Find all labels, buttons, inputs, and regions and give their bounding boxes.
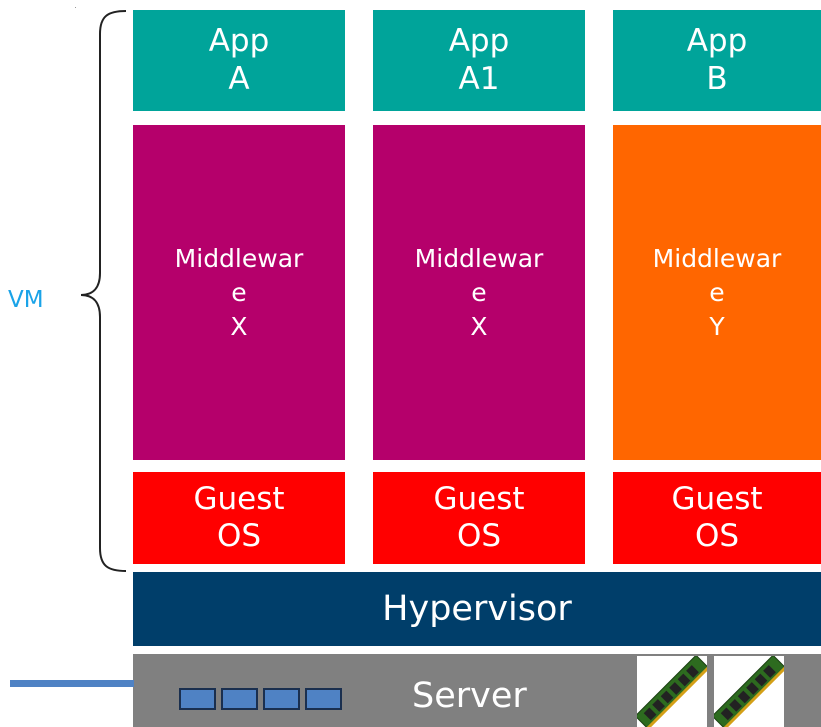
network-line xyxy=(10,680,134,687)
guest-os-line2: OS xyxy=(216,518,262,554)
middleware-y-box: Middlewar e Y xyxy=(613,125,821,460)
app-a-line1: App xyxy=(208,23,270,60)
middleware-line2: e xyxy=(709,277,725,307)
server-label: Server xyxy=(412,676,527,716)
app-a-line2: A xyxy=(228,60,250,97)
hypervisor-label: Hypervisor xyxy=(382,589,572,629)
cpu-icon xyxy=(179,688,216,710)
cpu-icon xyxy=(263,688,300,710)
middleware-line2: e xyxy=(471,277,487,307)
app-a1-line2: A1 xyxy=(458,60,500,97)
app-b-box: App B xyxy=(613,10,821,111)
middleware-line3: X xyxy=(230,311,248,341)
guest-os-line2: OS xyxy=(456,518,502,554)
middleware-line2: e xyxy=(231,277,247,307)
guest-os-line1: Guest xyxy=(433,480,525,517)
cpu-icon xyxy=(305,688,342,710)
memory-module-icon xyxy=(714,656,784,727)
middleware-line1: Middlewar xyxy=(652,243,782,273)
guest-os-a-box: Guest OS xyxy=(133,472,345,564)
middleware-x-box: Middlewar e X xyxy=(133,125,345,460)
guest-os-line1: Guest xyxy=(193,480,285,517)
stray-dot xyxy=(75,7,76,8)
hypervisor-bar: Hypervisor xyxy=(133,572,821,646)
app-a1-box: App A1 xyxy=(373,10,585,111)
app-b-line2: B xyxy=(706,60,728,97)
app-a-box: App A xyxy=(133,10,345,111)
app-a1-line1: App xyxy=(448,23,510,60)
guest-os-b-box: Guest OS xyxy=(613,472,821,564)
middleware-line3: X xyxy=(470,311,488,341)
middleware-line1: Middlewar xyxy=(174,243,304,273)
vm-brace-icon xyxy=(80,10,127,572)
guest-os-a1-box: Guest OS xyxy=(373,472,585,564)
cpu-icon xyxy=(221,688,258,710)
memory-module-icon xyxy=(637,656,707,727)
middleware-x-box: Middlewar e X xyxy=(373,125,585,460)
vm-label: VM xyxy=(8,287,44,313)
guest-os-line1: Guest xyxy=(671,480,763,517)
middleware-line3: Y xyxy=(709,311,725,341)
guest-os-line2: OS xyxy=(694,518,740,554)
app-b-line1: App xyxy=(686,23,748,60)
middleware-line1: Middlewar xyxy=(414,243,544,273)
